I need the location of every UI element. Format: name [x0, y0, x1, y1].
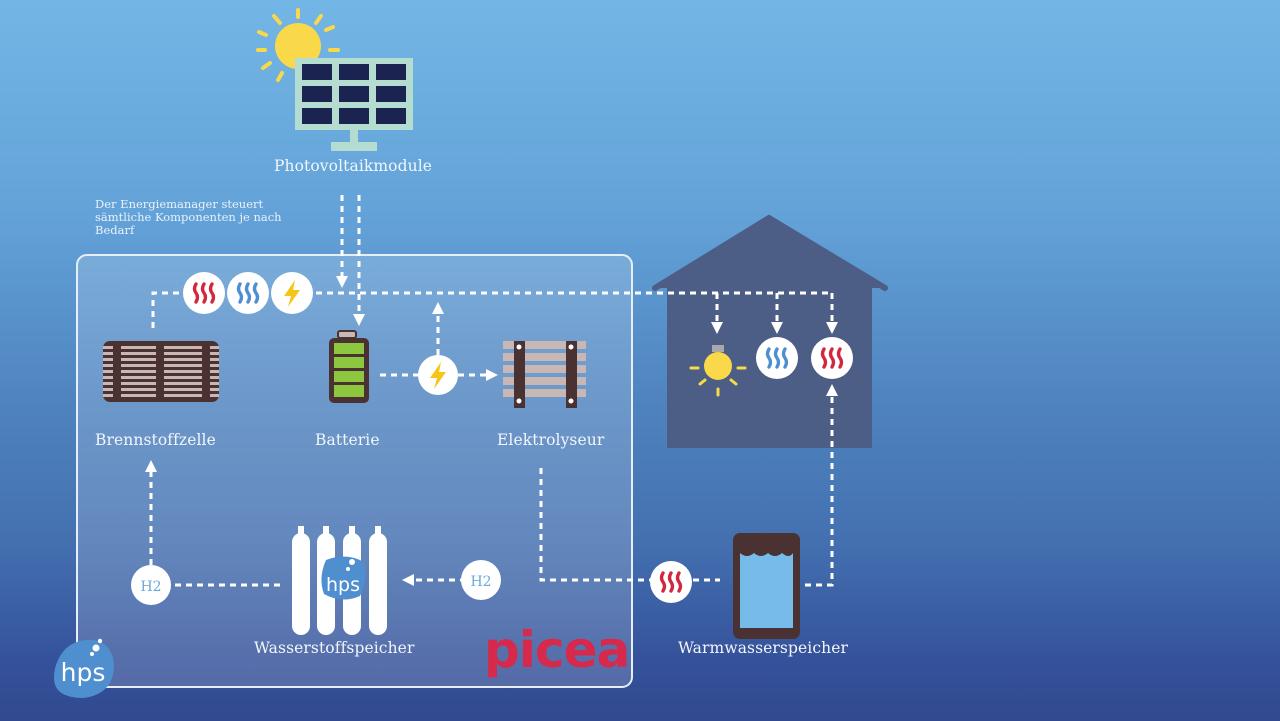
cold-badge-top: [227, 272, 269, 314]
electrolyser-label: Elektrolyseur: [497, 431, 605, 449]
flow-bus-line: [151, 291, 832, 328]
pv-label: Photovoltaikmodule: [274, 157, 433, 175]
energy-manager-note: Der Energiemanager steuert sämtliche Kom…: [95, 197, 282, 237]
heat-badge-top: [183, 272, 225, 314]
battery-label: Batterie: [315, 431, 380, 449]
h2-storage-label: Wasserstoffspeicher: [254, 639, 415, 657]
water-tank-icon: [733, 533, 800, 639]
flow-lines: [145, 195, 838, 587]
solar-panel-icon: [295, 58, 413, 151]
light-bulb-icon: [689, 345, 747, 397]
h2-badge-left: H2: [131, 565, 171, 605]
fuel-cell-icon: [103, 341, 219, 402]
sun-icon: [256, 8, 340, 82]
battery-icon: [329, 330, 369, 403]
svg-text:hps: hps: [61, 658, 106, 687]
power-badge-top: [271, 272, 313, 314]
heat-badge-house: [811, 337, 853, 379]
power-badge-inverter: [418, 355, 458, 395]
fuel-cell-label: Brennstoffzelle: [95, 431, 216, 449]
electrolyser-icon: [503, 341, 586, 408]
svg-text:H2: H2: [140, 579, 161, 595]
heat-badge-bottom: [650, 561, 692, 603]
svg-text:H2: H2: [470, 574, 491, 590]
house-icon: [652, 214, 888, 448]
h2-badge-right: H2: [461, 560, 501, 600]
picea-logo: picea: [484, 621, 630, 679]
cold-badge-house: [756, 337, 798, 379]
svg-text:hps: hps: [326, 574, 360, 596]
flow-hotwater-to-house: [805, 384, 838, 587]
hot-water-label: Warmwasserspeicher: [678, 639, 848, 657]
hps-logo: hps: [54, 638, 114, 698]
hydrogen-tanks-icon: hps: [292, 526, 387, 635]
